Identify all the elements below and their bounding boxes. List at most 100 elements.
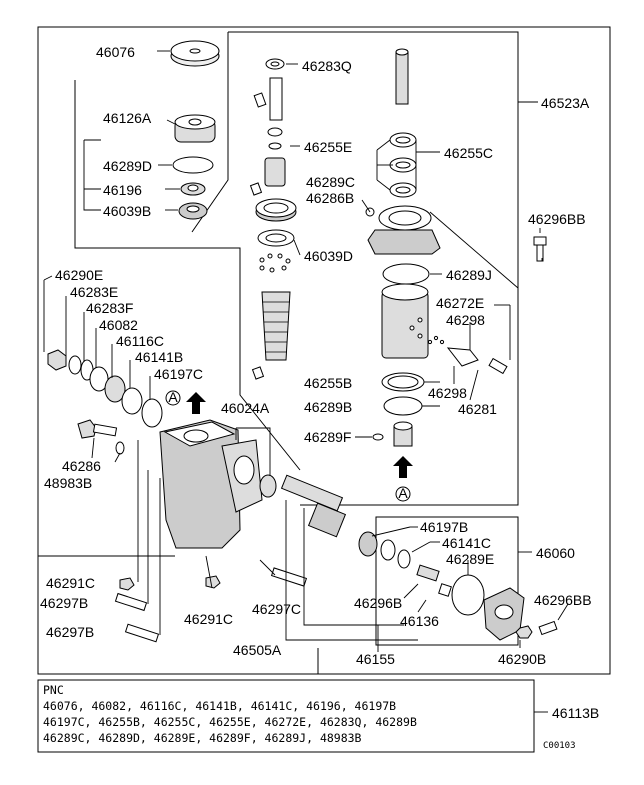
part-46289b [383,396,423,416]
part-46255e [268,142,282,150]
label-46290b: 46290B [498,651,546,667]
part-46197c [141,398,163,428]
pin [253,92,267,108]
part-46197b-group [358,531,411,569]
label-46281: 46281 [458,401,497,417]
label-46039d: 46039D [304,248,353,264]
part-46126a [174,114,216,143]
part-46291c-bottom [205,575,221,589]
part-46255c [389,132,417,198]
label-46296bb-bottom: 46296BB [534,592,592,608]
label-46291c-bottom: 46291C [184,611,233,627]
label-46113b: 46113B [552,705,599,721]
label-46296b: 46296B [354,595,402,611]
part-46076 [170,40,220,67]
bolt-46297b-1 [114,592,148,612]
label-46116c: 46116C [116,333,164,349]
label-46155: 46155 [356,651,395,667]
label-46290e: 46290E [55,267,103,283]
label-46298-bottom: 46298 [428,385,467,401]
label-46523a: 46523A [541,95,590,111]
marker-a-right-text: A [398,485,408,501]
label-46197c: 46197C [154,366,203,382]
valve-stem [269,77,283,121]
part-46060-cover [483,587,525,641]
label-46289b: 46289B [304,399,352,415]
bolt-46297c [270,567,308,587]
part-46136-screw [416,564,452,597]
part-46039b [178,202,208,220]
subassembly-frame-46523a [228,31,519,506]
part-46039d [257,229,295,247]
label-46289f: 46289F [304,429,351,445]
part-46290b [515,625,533,639]
part-46289f [393,421,413,447]
bolt-46296bb-bottom [538,620,558,636]
label-46076: 46076 [96,44,135,60]
label-46505a: 46505A [233,642,282,658]
label-46286: 46286 [62,458,101,474]
part-46283e [68,355,82,375]
part-46283q [265,58,285,70]
label-46255c: 46255C [444,145,493,161]
part-46024a-housing [159,419,263,549]
bolt-46272e [488,357,508,375]
label-46272e: 46272E [436,295,484,311]
worm-shaft [261,291,291,361]
label-46289j: 46289J [446,267,492,283]
marker-a-right [395,486,411,502]
subassembly-frame-46060 [375,516,519,646]
marker-a-left-text: A [168,389,178,405]
bolt-46297b-2 [124,623,160,643]
label-46060: 46060 [536,545,575,561]
label-46024a: 46024A [221,400,270,416]
label-46136: 46136 [400,613,439,629]
part-46141b [121,387,143,415]
diagram-code: C00103 [543,741,576,751]
part-46289e [451,574,485,616]
part-46291c-left [119,577,135,591]
pnc-line-1: 46076, 46082, 46116C, 46141B, 46141C, 46… [43,699,396,713]
part-46272e-body [381,283,429,359]
label-46126a: 46126A [103,110,152,126]
label-46289e: 46289E [446,551,494,567]
label-46039b: 46039B [103,203,151,219]
label-46289d: 46289D [103,158,152,174]
label-46289c: 46289C [306,174,355,190]
marker-a-left [165,390,181,406]
label-46283e: 46283E [70,284,118,300]
bolt-46296bb-top [533,236,547,246]
part-adjuster-housing [367,205,441,255]
part-46298 [446,347,479,367]
part-46290e [47,349,67,371]
pnc-line-3: 46289C, 46289D, 46289E, 46289F, 46289J, … [43,731,362,745]
label-46297b-2: 46297B [46,624,94,640]
label-46297c: 46297C [252,601,301,617]
arrow-up-right [393,456,413,478]
label-46291c-left: 46291C [46,575,95,591]
part-46196 [180,182,206,196]
label-46286b: 46286B [306,190,354,206]
label-46196: 46196 [103,182,142,198]
label-46082: 46082 [99,317,138,333]
pnc-box [37,679,535,753]
balls [259,253,291,273]
assembly-frame [37,26,611,675]
part-46286b-collar [255,198,297,222]
label-46141c: 46141C [442,535,491,551]
label-46283q: 46283Q [302,58,352,74]
shaft [395,51,409,105]
part-46116c [104,375,126,403]
label-46197b: 46197B [420,519,468,535]
label-46283f: 46283F [86,300,133,316]
sector-shaft [259,474,347,538]
part-46289j [382,263,430,285]
pnc-line-2: 46197C, 46255B, 46255C, 46255E, 46272E, … [43,715,417,729]
label-46255e: 46255E [304,139,352,155]
label-46297b-1: 46297B [40,595,88,611]
label-46141b: 46141B [135,349,183,365]
label-46255b: 46255B [304,375,352,391]
ring [267,127,283,137]
